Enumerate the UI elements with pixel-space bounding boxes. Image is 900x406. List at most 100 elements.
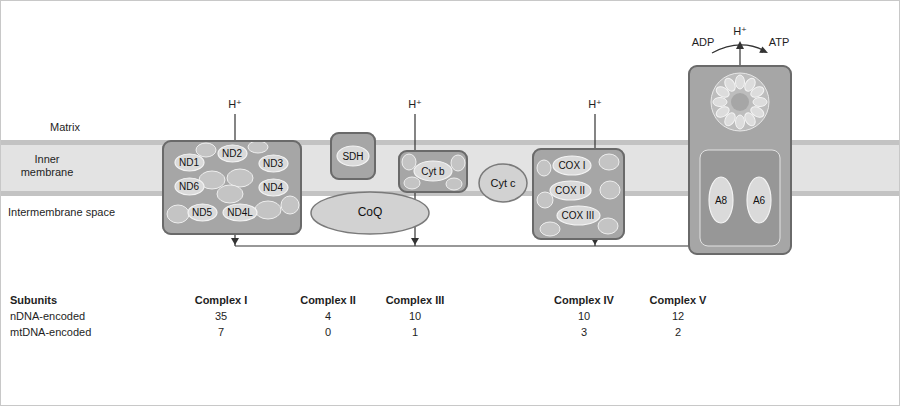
subunit-name: ND4 [263,182,283,193]
complex-fill [532,148,625,240]
table-cell: 2 [675,326,681,339]
table-header: Complex I [195,294,248,307]
oval-shape [550,181,591,200]
subunit-name: SDH [342,151,363,162]
proton-return-line [235,245,740,246]
complex-fill [398,150,468,193]
subunit-name: A8 [715,195,727,206]
complex-box: SDH [330,132,376,180]
region-label: Matrix [50,121,80,134]
subunit-oval: ND5 [187,203,218,222]
table-cell: 1 [412,326,418,339]
oval-shape [218,145,247,162]
table-cell: 3 [581,326,587,339]
subunit-name: CoQ [358,206,383,219]
stator-panel [700,150,780,246]
table-cell: 0 [325,326,331,339]
arrowhead [759,47,768,53]
oval-shape [709,177,733,223]
oval-shape [188,204,217,221]
subunit-decor [599,154,619,170]
subunit-oval: ND3 [258,154,289,173]
rotor-ring [711,73,769,131]
subunit-oval: A6 [746,176,772,224]
subunit-name: ND2 [222,148,242,159]
subunit-decor [217,185,243,203]
subunit-decor [540,222,560,236]
rotor-hub [731,93,749,111]
proton-label: H⁺ [733,25,747,38]
rotor-subunit [723,76,738,93]
subunit-name: ND4L [227,207,253,218]
subunit-decor [598,218,618,234]
table-header: Subunits [10,294,57,307]
oval-shape [337,146,369,166]
subunit-decor [196,143,216,157]
rotor-subunit [753,98,767,107]
oval-shape [223,204,257,221]
oval-shape [553,156,591,175]
molecule-label: ATP [769,36,790,49]
proton-label: H⁺ [408,98,422,111]
rotor-subunit [736,75,745,89]
subunit-name: COX I [558,160,585,171]
subunit-oval: ND2 [217,144,248,163]
subunit-name: COX III [562,210,595,221]
table-cell: 10 [578,310,590,323]
subunit-decor [600,181,620,199]
subunit-name: ND6 [179,181,199,192]
subunit-oval: COX II [549,180,592,201]
subunit-oval: ND6 [174,177,205,196]
subunit-oval: ND4 [258,178,289,197]
row-label: nDNA-encoded [10,310,85,323]
proton-label: H⁺ [588,98,602,111]
complex-box: ND1 ND2ND3ND6 ND4ND5 ND4L [162,140,302,235]
subunit-decor [402,154,416,170]
atp-synthesis-arc [712,45,765,53]
oval-shape [747,177,771,223]
oval-shape [557,206,600,225]
subunit-decor [167,205,189,223]
subunit-decor [255,201,281,219]
table-cell: 12 [672,310,684,323]
arrowhead [411,238,419,245]
coenzyme-ellipse: CoQ [310,191,430,235]
subunit-decor [248,141,268,153]
subunit-decor [227,169,253,187]
table-cell: 35 [215,310,227,323]
subunit-decor [404,177,420,189]
oval-shape [479,164,527,202]
complex-fill [688,65,792,255]
complex-box: A8 A6 [688,65,792,255]
subunit-name: Cyt b [421,166,444,177]
subunit-name: Cyt c [490,177,515,189]
oval-shape [259,155,288,172]
subunit-name: ND5 [192,207,212,218]
arrowhead [231,238,239,245]
subunit-oval: SDH [336,145,370,167]
subunit-decor [537,160,551,176]
row-label: mtDNA-encoded [10,326,91,339]
oval-shape [175,178,204,195]
subunit-decor [451,155,465,171]
subunit-name: A6 [753,195,765,206]
subunit-name: ND3 [263,158,283,169]
subunit-decor [446,178,462,190]
table-header: Complex V [650,294,707,307]
table-header: Complex IV [554,294,614,307]
rotor-subunit [713,98,727,107]
table-cell: 7 [218,326,224,339]
complex-box: Cyt b [398,150,468,193]
complex-fill [330,132,376,180]
molecule-label: ADP [692,36,715,49]
subunit-name: COX II [555,185,585,196]
subunit-name: ND1 [179,157,199,168]
rotor-subunit [714,105,731,120]
table-header: Complex III [386,294,445,307]
oval-shape [259,179,288,196]
region-label: Intermembrane space [8,206,115,219]
subunit-oval: A8 [708,176,734,224]
